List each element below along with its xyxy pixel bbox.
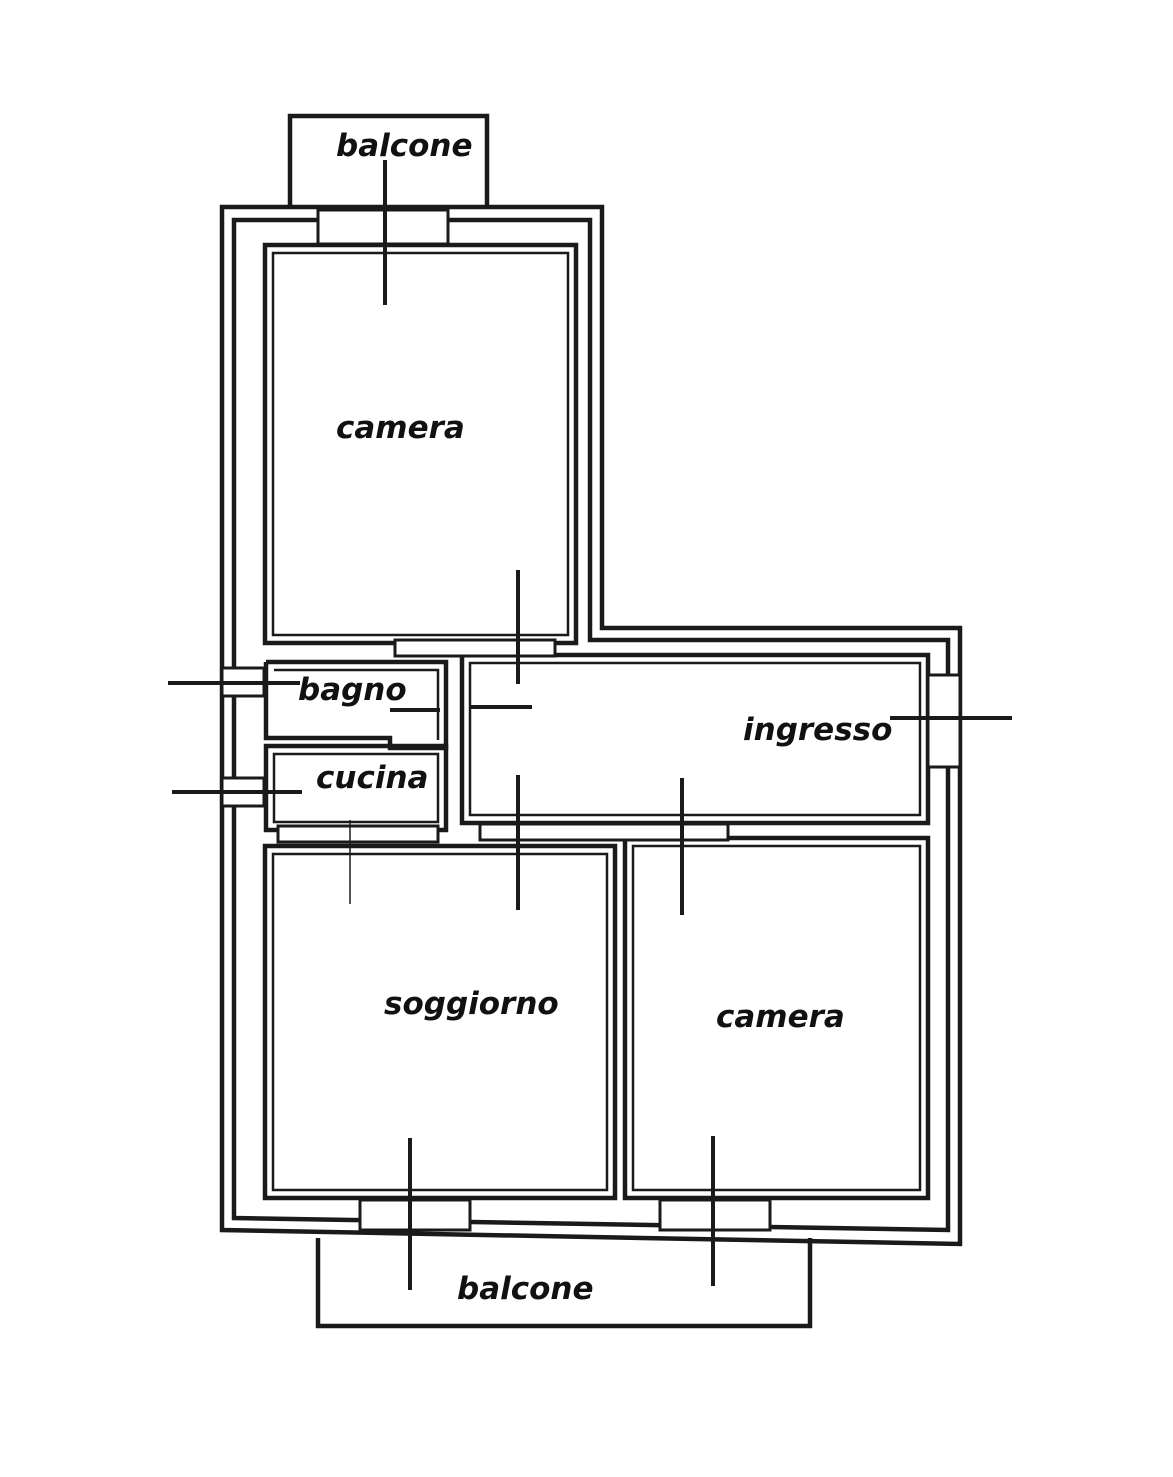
label-ingresso: ingresso	[743, 712, 892, 748]
door-markers	[168, 160, 1012, 1290]
balcony-top	[287, 113, 490, 207]
label-camera-top: camera	[336, 410, 465, 446]
room-camera-bottom	[622, 835, 931, 1201]
label-bagno: bagno	[298, 672, 407, 708]
label-balcone-top: balcone	[336, 128, 473, 164]
outer-walls	[219, 204, 963, 1247]
label-camera-bottom: camera	[716, 999, 845, 1035]
room-soggiorno	[262, 843, 618, 1201]
label-cucina: cucina	[316, 760, 428, 796]
balcony-bottom	[315, 1238, 813, 1329]
label-balcone-bottom: balcone	[457, 1271, 594, 1307]
label-soggiorno: soggiorno	[384, 986, 559, 1022]
